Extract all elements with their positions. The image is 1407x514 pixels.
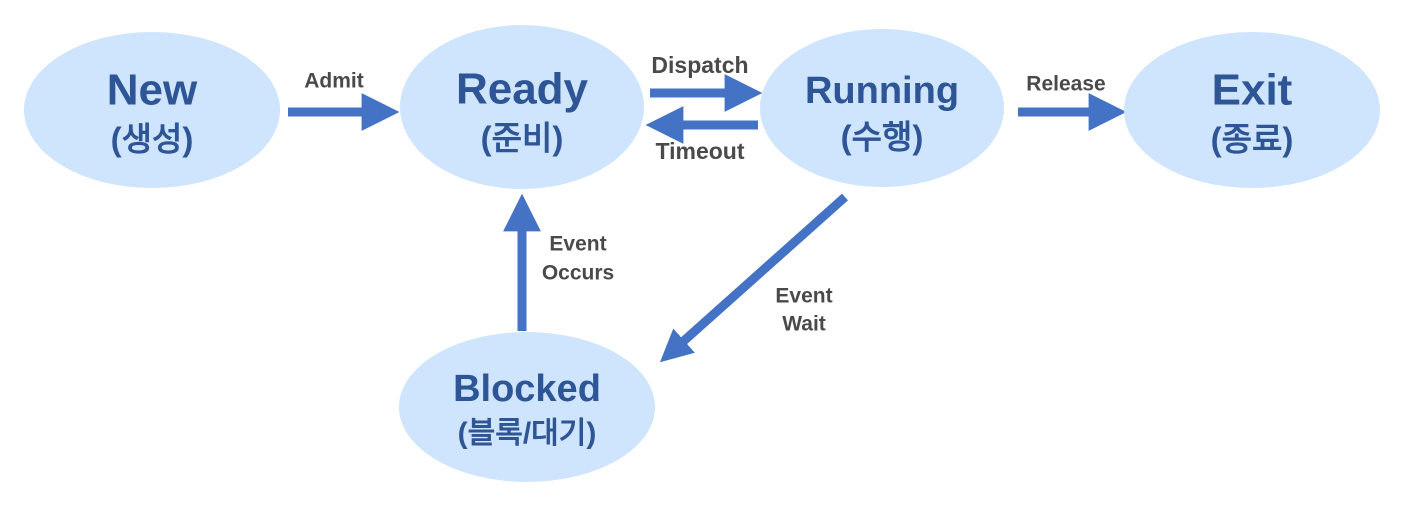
timeout-label: Timeout — [655, 138, 744, 164]
dispatch-label: Dispatch — [651, 52, 748, 78]
transition-event-occurs: Event Occurs — [503, 193, 614, 331]
running-label-en: Running — [805, 70, 959, 112]
ready-ellipse[interactable] — [400, 25, 644, 189]
state-node-running[interactable]: Running (수행) — [760, 29, 1004, 187]
blocked-ellipse[interactable] — [399, 332, 655, 482]
new-label-ko: (생성) — [111, 121, 194, 158]
exit-label-ko: (종료) — [1211, 121, 1294, 158]
exit-label-en: Exit — [1212, 66, 1293, 115]
blocked-label-ko: (블록/대기) — [458, 417, 597, 450]
admit-label: Admit — [304, 70, 364, 93]
transition-admit: Admit — [288, 70, 400, 131]
new-label-en: New — [107, 66, 198, 115]
blocked-label-en: Blocked — [453, 368, 601, 410]
event-wait-arrow — [659, 193, 848, 363]
ready-label-ko: (준비) — [481, 120, 564, 157]
event-occurs-label-line1: Event — [549, 233, 606, 256]
running-ellipse[interactable] — [760, 29, 1004, 187]
release-label: Release — [1026, 73, 1105, 96]
state-node-ready[interactable]: Ready (준비) — [400, 25, 644, 189]
transition-release: Release — [1018, 73, 1127, 131]
state-node-new[interactable]: New (생성) — [24, 32, 280, 188]
new-ellipse[interactable] — [24, 32, 280, 188]
exit-ellipse[interactable] — [1124, 32, 1380, 188]
ready-label-en: Ready — [456, 65, 589, 114]
state-node-exit[interactable]: Exit (종료) — [1124, 32, 1380, 188]
event-wait-label-line2: Wait — [782, 313, 826, 336]
running-label-ko: (수행) — [841, 119, 924, 156]
transition-timeout: Timeout — [645, 106, 758, 164]
transition-dispatch: Dispatch — [650, 52, 763, 112]
event-occurs-label-line2: Occurs — [542, 262, 614, 285]
state-node-blocked[interactable]: Blocked (블록/대기) — [399, 332, 655, 482]
event-wait-label-line1: Event — [775, 285, 832, 308]
transition-event-wait: Event Wait — [659, 193, 848, 363]
